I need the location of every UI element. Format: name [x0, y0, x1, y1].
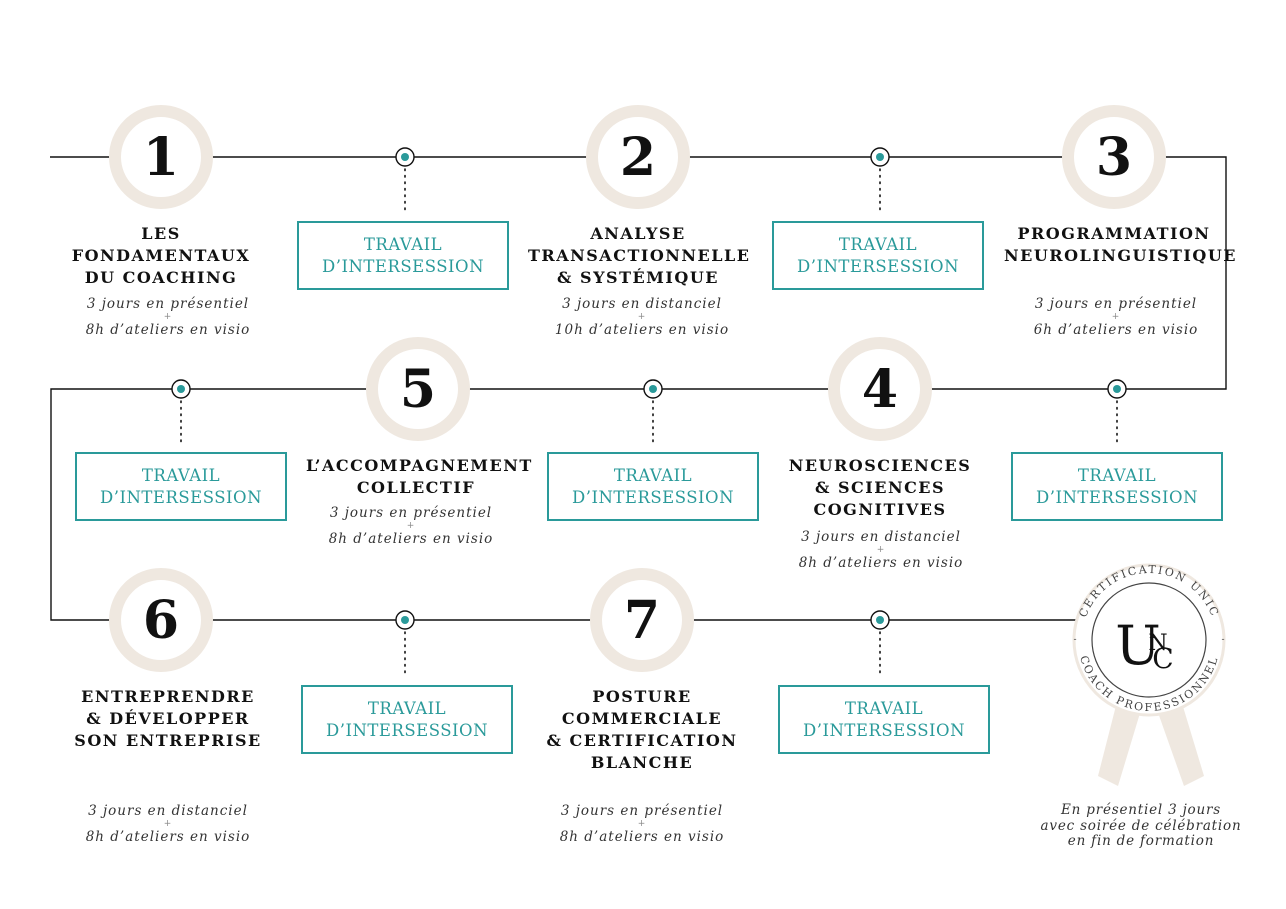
detail-line-2: 8h d’ateliers en visio: [85, 322, 251, 338]
dotted-connectors: [180, 168, 1118, 677]
intersession-line2: D’INTERSESSION: [802, 720, 966, 740]
intersession-line1: TRAVAIL: [363, 234, 443, 254]
intersession-line2: D’INTERSESSION: [99, 487, 263, 507]
step-number-5: 5: [400, 359, 436, 420]
step-circle-6: 6: [109, 568, 213, 672]
intersession-box: TRAVAIL D’INTERSESSION: [772, 221, 984, 290]
cert-ring-dot-right: -: [1221, 635, 1224, 645]
node-marker: [395, 610, 415, 630]
intersession-box: TRAVAIL D’INTERSESSION: [1011, 452, 1223, 521]
step-circle-4: 4: [828, 337, 932, 441]
detail-plus: +: [163, 312, 173, 322]
detail-line-1: 3 jours en distanciel: [562, 296, 722, 312]
intersession-box: TRAVAIL D’INTERSESSION: [297, 221, 509, 290]
step-circle-5: 5: [366, 337, 470, 441]
step-detail-7: 3 jours en présentiel + 8h d’ateliers en…: [532, 804, 752, 844]
step-title-5: L’ACCOMPAGNEMENT COLLECTIF: [306, 456, 533, 497]
intersession-line2: D’INTERSESSION: [1035, 487, 1199, 507]
detail-plus: +: [637, 819, 647, 829]
step-circle-2: 2: [586, 105, 690, 209]
step-number-3: 3: [1096, 127, 1132, 188]
detail-line-1: 3 jours en présentiel: [1034, 296, 1198, 312]
cert-ring-dot-left: -: [1073, 635, 1076, 645]
intersession-line1: TRAVAIL: [844, 698, 924, 718]
step-title-1: LES FONDAMENTAUX DU COACHING: [71, 224, 251, 287]
detail-line-1: 3 jours en présentiel: [329, 505, 493, 521]
detail-line-2: 10h d’ateliers en visio: [554, 322, 730, 338]
intersession-line2: D’INTERSESSION: [321, 256, 485, 276]
step-number-1: 1: [143, 127, 179, 188]
logo-letter-n: N: [1148, 631, 1167, 656]
intersession-line1: TRAVAIL: [141, 465, 221, 485]
logo-letter-i: I: [1149, 623, 1155, 642]
detail-line-1: 3 jours en présentiel: [86, 296, 250, 312]
step-detail-1: 3 jours en présentiel + 8h d’ateliers en…: [58, 297, 278, 337]
step-title-3: PROGRAMMATION NEUROLINGUISTIQUE: [1004, 224, 1237, 265]
detail-plus: +: [637, 312, 647, 322]
intersession-box: TRAVAIL D’INTERSESSION: [547, 452, 759, 521]
detail-plus: +: [163, 819, 173, 829]
node-marker: [171, 379, 191, 399]
detail-line-2: 8h d’ateliers en visio: [85, 829, 251, 845]
certification-note: En présentiel 3 jours avec soirée de cél…: [1031, 802, 1251, 850]
step-title-4: NEUROSCIENCES & SCIENCES COGNITIVES: [788, 456, 972, 519]
detail-plus: +: [406, 521, 416, 531]
step-detail-2: 3 jours en distanciel + 10h d’ateliers e…: [532, 297, 752, 337]
detail-line-2: 6h d’ateliers en visio: [1033, 322, 1199, 338]
step-circle-3: 3: [1062, 105, 1166, 209]
intersession-line2: D’INTERSESSION: [571, 487, 735, 507]
logo-letter-c: C: [1152, 642, 1173, 675]
step-detail-4: 3 jours en distanciel + 8h d’ateliers en…: [771, 530, 991, 570]
detail-line-1: 3 jours en présentiel: [560, 803, 724, 819]
detail-line-2: 8h d’ateliers en visio: [798, 555, 964, 571]
step-title-2: ANALYSE TRANSACTIONNELLE & SYSTÉMIQUE: [528, 224, 751, 287]
intersession-box: TRAVAIL D’INTERSESSION: [778, 685, 990, 754]
logo-letter-u: U: [1115, 614, 1161, 677]
detail-plus: +: [876, 545, 886, 555]
intersession-line1: TRAVAIL: [613, 465, 693, 485]
intersession-line1: TRAVAIL: [838, 234, 918, 254]
timeline-connector: [50, 156, 1227, 621]
intersession-line2: D’INTERSESSION: [796, 256, 960, 276]
cert-note-line3: en fin de formation: [1067, 833, 1215, 849]
node-marker: [870, 610, 890, 630]
step-number-4: 4: [862, 359, 898, 420]
intersession-box: TRAVAIL D’INTERSESSION: [75, 452, 287, 521]
step-detail-3: 3 jours en présentiel + 6h d’ateliers en…: [1006, 297, 1226, 337]
step-number-6: 6: [143, 590, 179, 651]
step-title-6: ENTREPRENDRE & DÉVELOPPER SON ENTREPRISE: [74, 687, 262, 750]
cert-note-line2: avec soirée de célébration: [1040, 817, 1242, 834]
cert-note-line1: En présentiel 3 jours: [1061, 802, 1221, 818]
detail-line-1: 3 jours en distanciel: [801, 529, 961, 545]
detail-line-2: 8h d’ateliers en visio: [328, 531, 494, 547]
step-circle-1: 1: [109, 105, 213, 209]
certification-seal: CERTIFICATION UNIC COACH PROFESSIONNEL -…: [1072, 563, 1226, 786]
detail-line-2: 8h d’ateliers en visio: [559, 829, 725, 845]
timeline-nodes: [171, 147, 1127, 630]
step-detail-6: 3 jours en distanciel + 8h d’ateliers en…: [58, 804, 278, 844]
step-number-2: 2: [620, 127, 656, 188]
step-circle-7: 7: [590, 568, 694, 672]
intersession-line2: D’INTERSESSION: [325, 720, 489, 740]
intersession-line1: TRAVAIL: [367, 698, 447, 718]
intersession-line1: TRAVAIL: [1077, 465, 1157, 485]
step-number-7: 7: [624, 590, 660, 651]
node-marker: [395, 147, 415, 167]
node-marker: [870, 147, 890, 167]
node-marker: [643, 379, 663, 399]
detail-plus: +: [1111, 312, 1121, 322]
node-marker: [1107, 379, 1127, 399]
step-detail-5: 3 jours en présentiel + 8h d’ateliers en…: [301, 506, 521, 546]
step-title-7: POSTURE COMMERCIALE & CERTIFICATION BLAN…: [546, 687, 738, 772]
detail-line-1: 3 jours en distanciel: [88, 803, 248, 819]
intersession-box: TRAVAIL D’INTERSESSION: [301, 685, 513, 754]
